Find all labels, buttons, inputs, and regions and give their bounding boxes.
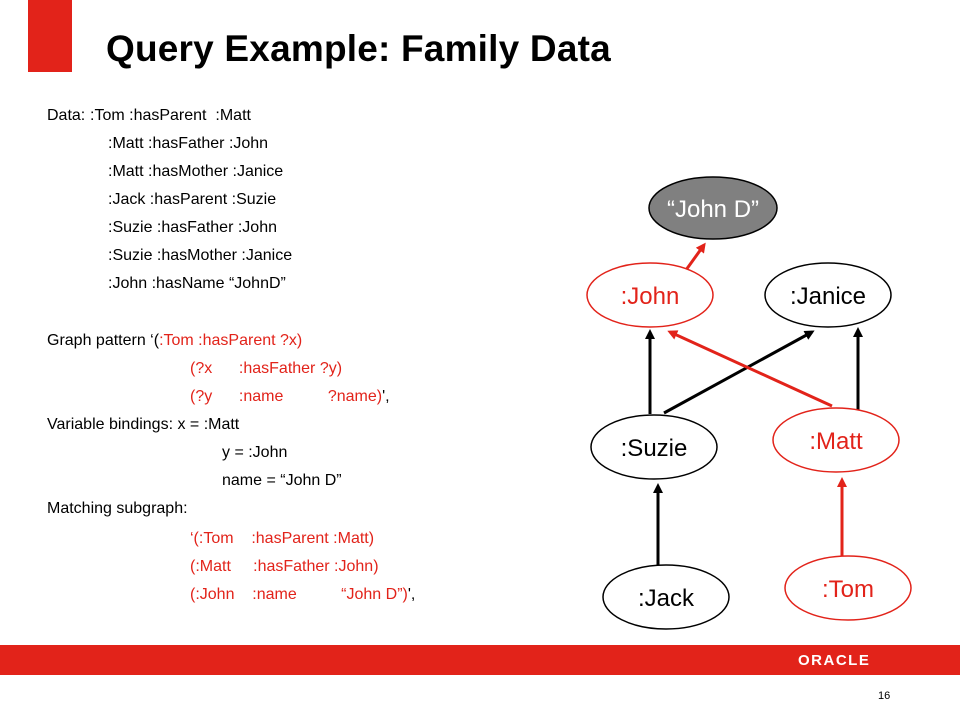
variable-binding: name = “John D” [222,472,342,489]
node-suzie: :Suzie [590,414,718,480]
graph-pattern-line: Graph pattern ‘(:Tom :hasParent ?x) [47,331,302,351]
node-tom: :Tom [784,555,912,621]
footer-bar [0,645,960,675]
matching-subgraph-triple: ‘(:Tom :hasParent :Matt) [190,530,375,547]
matching-subgraph-line: (:John :name “John D”)', [190,585,415,605]
graph-pattern-triple: (?y :name ?name) [190,388,383,405]
matching-subgraph-triple: (:John :name “John D”) [190,586,408,603]
node-john: :John [586,262,714,328]
node-label: “John D” [667,196,759,223]
data-triple: :Matt :hasMother :Janice [108,163,284,180]
edge-john-name [684,242,706,271]
graph-pattern-label: Graph pattern ‘( [47,332,160,349]
node-john-d: “John D” [648,176,778,240]
data-label: Data: [47,107,86,124]
matching-subgraph-label: Matching subgraph: [47,500,188,517]
data-triple: :Suzie :hasFather :John [108,219,277,236]
edge-matt-john [667,330,833,408]
data-triple: :John :hasName “JohnD” [108,275,286,292]
accent-block [28,0,72,72]
graph-pattern-line: (?y :name ?name)', [190,387,390,407]
node-janice: :Janice [764,262,892,328]
node-matt: :Matt [772,407,900,473]
matching-subgraph-closing: ', [407,586,416,603]
slide-title: Query Example: Family Data [106,28,611,69]
data-triple: :Tom :hasParent :Matt [90,107,251,124]
node-label: :Suzie [621,435,688,462]
page-number: 16 [878,690,891,702]
node-label: :Tom [822,576,874,603]
node-label: :Janice [790,283,866,310]
node-label: :Matt [809,428,863,455]
data-triple: :Matt :hasFather :John [108,135,269,152]
node-jack: :Jack [602,564,730,630]
oracle-logo: ORACLE [798,652,871,669]
edge-suzie-janice [663,330,815,415]
matching-subgraph-triple: (:Matt :hasFather :John) [190,558,379,575]
data-triple: :Jack :hasParent :Suzie [108,191,277,208]
graph-pattern-closing: ', [382,388,390,405]
data-triple: :Suzie :hasMother :Janice [108,247,293,264]
variable-bindings-label: Variable bindings: x = :Matt [47,416,240,433]
graph-pattern-triple: :Tom :hasParent ?x) [159,332,303,349]
node-label: :John [621,283,680,310]
node-label: :Jack [638,585,695,612]
graph-pattern-triple: (?x :hasFather ?y) [190,360,343,377]
variable-binding: y = :John [222,444,288,461]
